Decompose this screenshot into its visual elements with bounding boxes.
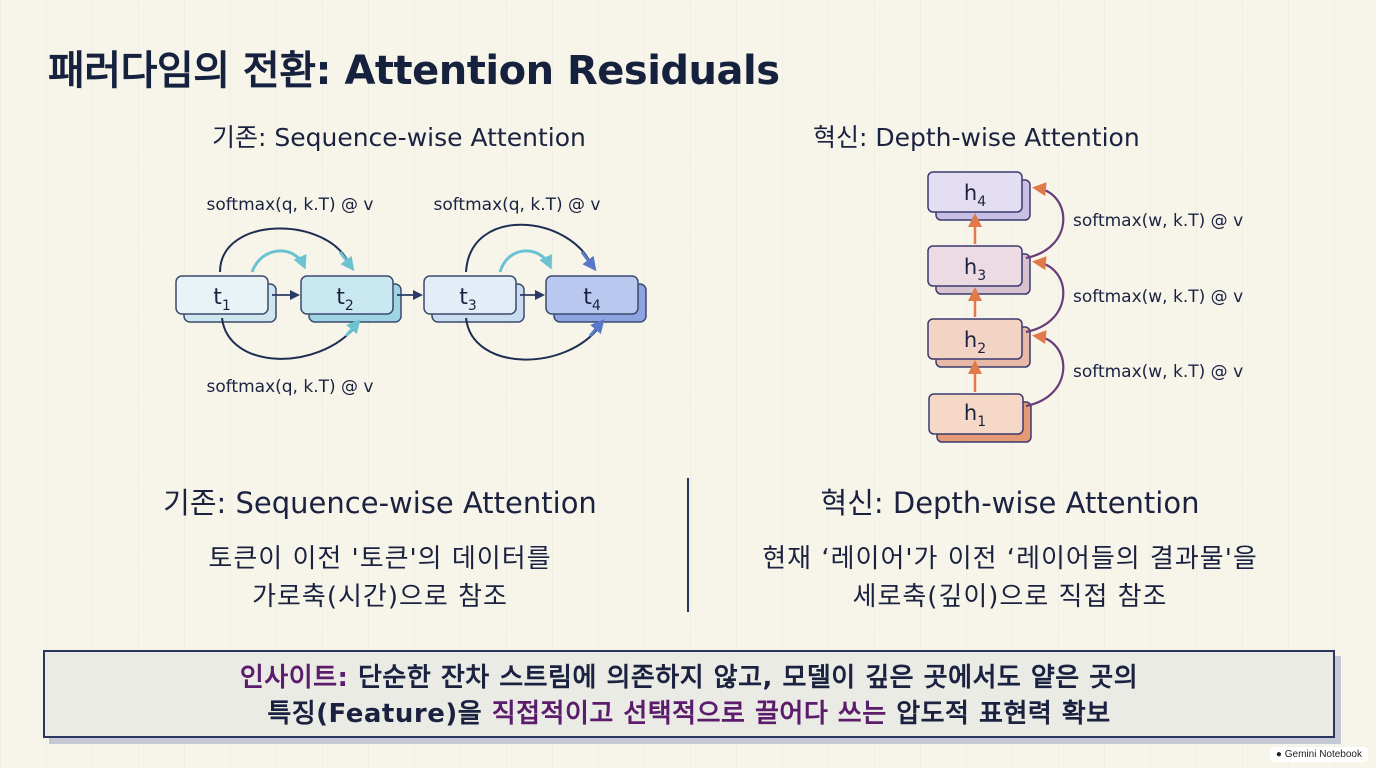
depth-arc-2-3 [1025, 256, 1065, 334]
right-caption: 혁신: Depth-wise Attention 현재 ‘레이어'가 이전 ‘레… [710, 480, 1310, 616]
insight-line-1-text: 단순한 잔차 스트림에 의존하지 않고, 모델이 깊은 곳에서도 얕은 곳의 [348, 663, 1139, 693]
svg-text:t3: t3 [459, 285, 477, 314]
arc-t1-t2-bottom [221, 317, 357, 360]
seq-label-bottom: softmax(q, k.T) @ v [206, 377, 373, 397]
svg-text:t4: t4 [583, 285, 601, 314]
token-t2: t2 [300, 275, 402, 323]
seq-label-top-2: softmax(q, k.T) @ v [433, 195, 600, 215]
depth-label-3: softmax(w, k.T) @ v [1073, 362, 1243, 382]
insight-box: 인사이트: 단순한 잔차 스트림에 의존하지 않고, 모델이 깊은 곳에서도 얕… [43, 650, 1335, 738]
layer-h4: h4 [927, 171, 1031, 221]
insight-highlight: 직접적이고 선택적으로 끌어다 쓰는 [491, 699, 887, 729]
right-caption-title: 혁신: Depth-wise Attention [820, 486, 1200, 520]
right-diagram-heading: 혁신: Depth-wise Attention [813, 123, 1140, 152]
insight-line-2: 특징(Feature)을 직접적이고 선택적으로 끌어다 쓰는 압도적 표현력 … [45, 696, 1333, 732]
svg-text:h3: h3 [964, 255, 986, 284]
left-caption: 기존: Sequence-wise Attention 토큰이 이전 '토큰'의… [120, 480, 640, 616]
left-diagram-heading: 기존: Sequence-wise Attention [212, 123, 586, 152]
layer-h1: h1 [928, 393, 1032, 443]
arc-t3-t4-bottom [465, 317, 601, 361]
token-t4: t4 [545, 275, 647, 323]
svg-text:h4: h4 [964, 181, 986, 210]
token-t3: t3 [423, 275, 525, 323]
layer-h2: h2 [927, 318, 1031, 368]
svg-text:h2: h2 [964, 328, 986, 357]
caption-divider [687, 478, 689, 612]
attention-diagram: t1 t2 t3 t4 softmax(q, k.T) @ v softmax(… [175, 171, 1243, 443]
insight-line-2-post: 압도적 표현력 확보 [886, 699, 1111, 729]
svg-text:h1: h1 [964, 401, 986, 430]
svg-text:t2: t2 [336, 285, 354, 314]
insight-label: 인사이트: [239, 663, 349, 693]
left-caption-line-2: 가로축(시간)으로 참조 [252, 582, 508, 612]
right-caption-line-2: 세로축(깊이)으로 직접 참조 [852, 582, 1168, 612]
page-title: 패러다임의 전환: Attention Residuals [48, 48, 780, 94]
depth-arc-1-2 [1025, 330, 1065, 408]
left-caption-line-1: 토큰이 이전 '토큰'의 데이터를 [208, 544, 552, 574]
right-caption-line-1: 현재 ‘레이어'가 이전 ‘레이어들의 결과물'을 [762, 544, 1258, 574]
arc-t1-t2-inner [250, 249, 307, 273]
arc-t3-t4-outer [465, 223, 593, 273]
layer-h3: h3 [927, 245, 1031, 295]
depth-label-2: softmax(w, k.T) @ v [1073, 287, 1243, 307]
svg-text:t1: t1 [213, 285, 231, 314]
gemini-notebook-badge: ● Gemini Notebook [1269, 747, 1368, 762]
depth-arc-3-4 [1025, 182, 1065, 260]
notebook-icon: ● [1275, 749, 1282, 760]
insight-line-2-pre: 특징(Feature)을 [267, 699, 492, 729]
token-t1: t1 [175, 275, 277, 323]
seq-label-top-1: softmax(q, k.T) @ v [206, 195, 373, 215]
badge-label: Gemini Notebook [1284, 749, 1362, 760]
insight-line-1: 인사이트: 단순한 잔차 스트림에 의존하지 않고, 모델이 깊은 곳에서도 얕… [45, 660, 1333, 696]
arc-t1-t2-outer [219, 227, 351, 273]
left-caption-title: 기존: Sequence-wise Attention [163, 486, 597, 520]
arc-t3-t4-inner [498, 249, 553, 273]
depth-label-1: softmax(w, k.T) @ v [1073, 211, 1243, 231]
